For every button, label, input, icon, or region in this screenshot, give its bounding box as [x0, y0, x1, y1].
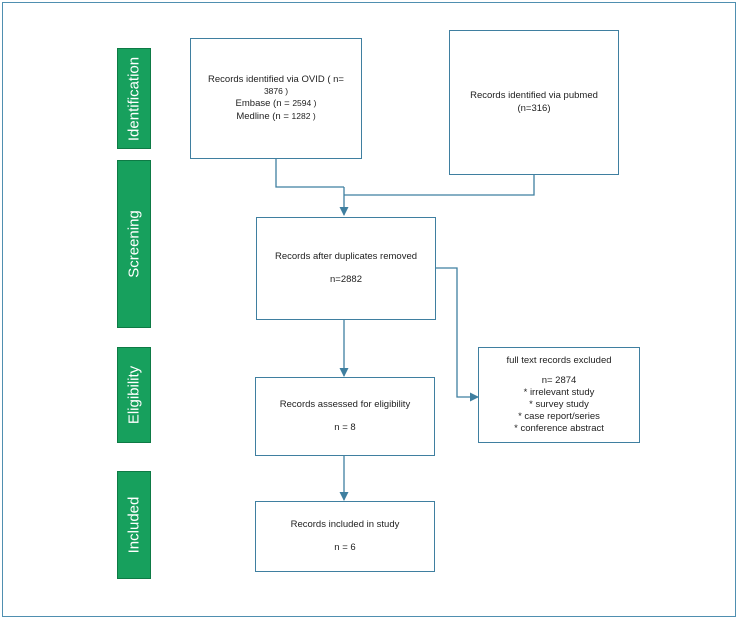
ovid-line2: 3876 )	[263, 86, 289, 97]
pubmed-line1: Records identified via pubmed	[470, 89, 598, 101]
duplicates-line1: Records after duplicates removed	[274, 250, 418, 262]
excluded-reason: * case report/series	[518, 410, 600, 422]
stage-screening: Screening	[117, 160, 151, 328]
arrow-ovid-to-merge	[275, 159, 344, 188]
excluded-reason: * survey study	[529, 399, 589, 410]
excluded-reason: * conference abstract	[514, 422, 604, 434]
eligibility-line1: Records assessed for eligibility	[279, 398, 411, 410]
included-line1: Records included in study	[290, 518, 400, 530]
ovid-embase: Embase (n = 2594 )	[235, 97, 317, 109]
box-included-in-study: Records included in study n = 6	[255, 501, 435, 572]
eligibility-line2: n = 8	[334, 421, 356, 433]
excluded-title: full text records excluded	[506, 355, 612, 367]
stage-identification: Identification	[117, 48, 151, 149]
duplicates-line2: n=2882	[330, 273, 362, 285]
included-line2: n = 6	[334, 541, 356, 553]
arrow-duplicates-to-excluded	[436, 267, 479, 402]
box-assessed-eligibility: Records assessed for eligibility n = 8	[255, 377, 435, 456]
box-records-pubmed: Records identified via pubmed (n=316)	[449, 30, 619, 175]
box-after-duplicates: Records after duplicates removed n=2882	[256, 217, 436, 320]
excluded-count: n= 2874	[541, 375, 577, 387]
box-records-ovid: Records identified via OVID ( n= 3876 ) …	[190, 38, 362, 159]
stage-included: Included	[117, 471, 151, 579]
ovid-medline: Medline (n = 1282 )	[236, 110, 316, 122]
arrow-pubmed-to-merge	[344, 175, 535, 196]
excluded-reason: * irrelevant study	[523, 387, 595, 399]
stage-eligibility: Eligibility	[117, 347, 151, 443]
box-records-excluded: full text records excluded n= 2874 * irr…	[478, 347, 640, 443]
ovid-line1: Records identified via OVID ( n=	[208, 73, 344, 85]
pubmed-line2: (n=316)	[517, 102, 551, 114]
